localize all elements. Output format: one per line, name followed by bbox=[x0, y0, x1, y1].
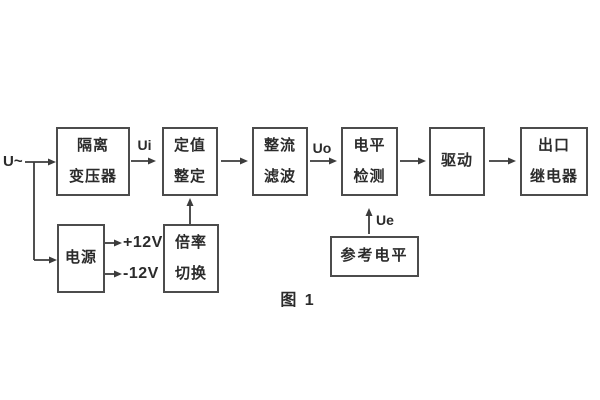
box-drive: 驱动 bbox=[429, 127, 485, 196]
box-power-supply: 电源 bbox=[57, 224, 105, 293]
label-input-voltage: U~ bbox=[3, 153, 23, 170]
label-ui: Ui bbox=[137, 137, 152, 153]
label-uo: Uo bbox=[312, 140, 332, 156]
label-ue: Ue bbox=[376, 212, 394, 228]
box-output-relay: 出口 继电器 bbox=[520, 127, 588, 196]
figure-caption: 图 1 bbox=[280, 292, 316, 309]
box-level-detect: 电平 检测 bbox=[341, 127, 398, 196]
box-reference-level: 参考电平 bbox=[330, 236, 419, 277]
box-rectify-filter: 整流 滤波 bbox=[252, 127, 308, 196]
label-plus-12v: +12V bbox=[123, 234, 163, 251]
box-setting-adjust: 定值 整定 bbox=[162, 127, 218, 196]
box-isolation-transformer: 隔离 变压器 bbox=[56, 127, 130, 196]
box-ratio-switch: 倍率 切换 bbox=[163, 224, 219, 293]
label-minus-12v: -12V bbox=[123, 265, 159, 282]
